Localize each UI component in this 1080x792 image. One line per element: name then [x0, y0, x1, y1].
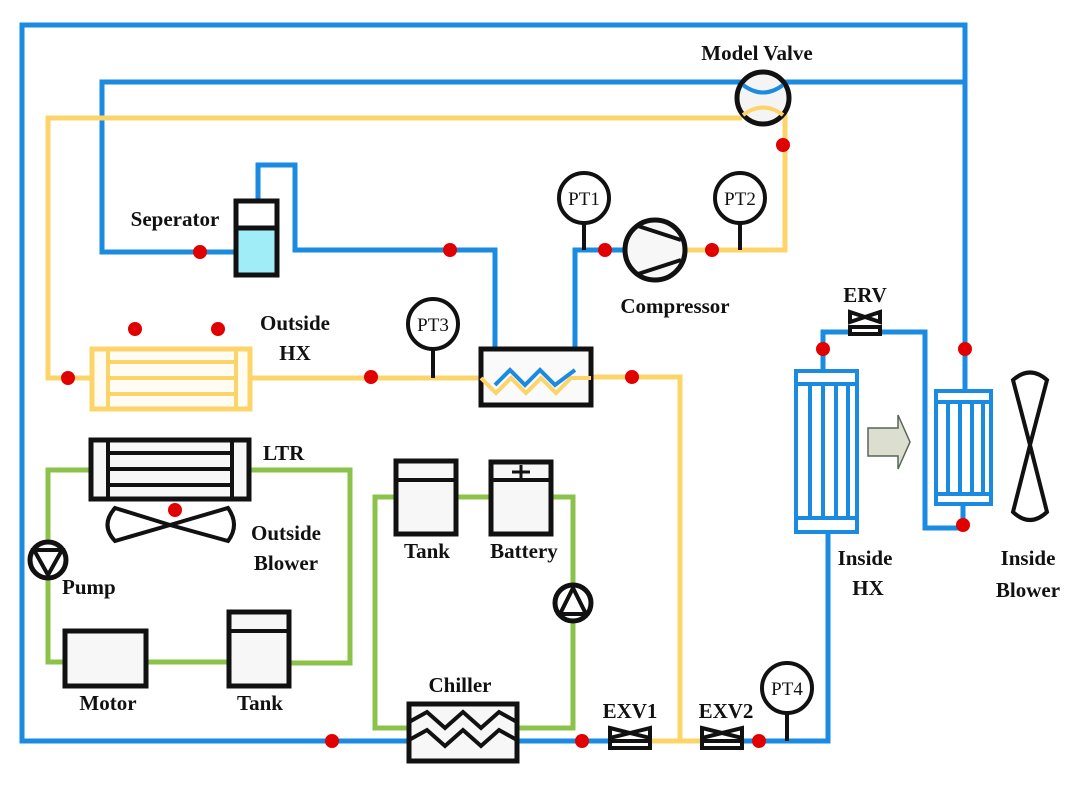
measurement-point — [598, 243, 612, 257]
compressor[interactable] — [622, 217, 688, 283]
outside-hx-label-1: Outside — [260, 311, 330, 335]
pump-left-icon[interactable] — [27, 539, 69, 581]
measurement-point — [325, 734, 339, 748]
inside-hx-label-1: Inside — [838, 546, 893, 570]
separator[interactable] — [233, 198, 280, 278]
measurement-point — [211, 322, 225, 336]
measurement-point — [364, 370, 378, 384]
battery[interactable] — [488, 459, 554, 537]
inside-blower-fan-icon[interactable] — [1010, 370, 1050, 522]
heater-core[interactable] — [934, 389, 993, 506]
exv1-valve-icon[interactable] — [608, 725, 652, 750]
pt3-sensor[interactable]: PT3 — [406, 297, 460, 378]
separator-label: Seperator — [131, 207, 220, 231]
motor[interactable] — [62, 628, 149, 689]
battery-label: Battery — [490, 539, 558, 563]
measurement-point — [128, 322, 142, 336]
motor-label: Motor — [79, 691, 136, 715]
measurement-point — [958, 342, 972, 356]
chiller[interactable] — [406, 701, 520, 764]
measurement-point — [193, 245, 207, 259]
measurement-point — [168, 503, 182, 517]
inside-blower-label-1: Inside — [1001, 546, 1056, 570]
tank-mid[interactable] — [393, 458, 459, 537]
measurement-point — [776, 138, 790, 152]
tank-left-label: Tank — [237, 691, 283, 715]
outside-blower-label-1: Outside — [251, 521, 321, 545]
pt2-label: PT2 — [724, 189, 756, 210]
tank-mid-label: Tank — [404, 539, 450, 563]
measurement-point — [705, 243, 719, 257]
measurement-point — [575, 734, 589, 748]
compressor-label: Compressor — [620, 294, 729, 318]
erv-valve-icon[interactable] — [848, 309, 882, 336]
measurement-point — [956, 518, 970, 532]
ltr-radiator[interactable] — [88, 437, 252, 502]
measurement-points — [61, 138, 972, 748]
pt4-label: PT4 — [771, 679, 803, 700]
measurement-point — [443, 243, 457, 257]
pt4-sensor[interactable]: PT4 — [760, 661, 814, 741]
measurement-point — [752, 734, 766, 748]
internal-hx[interactable] — [478, 346, 594, 408]
pt3-label: PT3 — [417, 315, 449, 336]
exv2-label: EXV2 — [699, 699, 754, 723]
ltr-label: LTR — [263, 441, 305, 465]
model-valve-label: Model Valve — [701, 41, 812, 65]
airflow-arrow-icon — [867, 414, 911, 470]
low-pressure-lines — [19, 22, 968, 744]
erv-label: ERV — [843, 283, 887, 307]
outside-blower-fan-icon[interactable] — [105, 505, 236, 544]
inside-blower-label-2: Blower — [996, 578, 1060, 602]
measurement-point — [61, 371, 75, 385]
measurement-point — [816, 342, 830, 356]
outside-blower-label-2: Blower — [254, 551, 318, 575]
tank-left[interactable] — [226, 609, 292, 689]
model-valve[interactable] — [734, 69, 792, 127]
outside-hx[interactable] — [89, 346, 253, 412]
pt1-label: PT1 — [568, 189, 600, 210]
chiller-label: Chiller — [429, 673, 492, 697]
measurement-point — [625, 370, 639, 384]
pump-mid-icon[interactable] — [552, 582, 594, 624]
exv2-valve-icon[interactable] — [700, 725, 744, 750]
pump-label: Pump — [62, 575, 116, 599]
inside-hx[interactable] — [794, 369, 859, 534]
pt1-sensor[interactable]: PT1 — [557, 171, 611, 250]
pt2-sensor[interactable]: PT2 — [713, 171, 767, 250]
exv1-label: EXV1 — [603, 699, 658, 723]
inside-hx-label-2: HX — [852, 576, 884, 600]
outside-hx-label-2: HX — [279, 341, 311, 365]
